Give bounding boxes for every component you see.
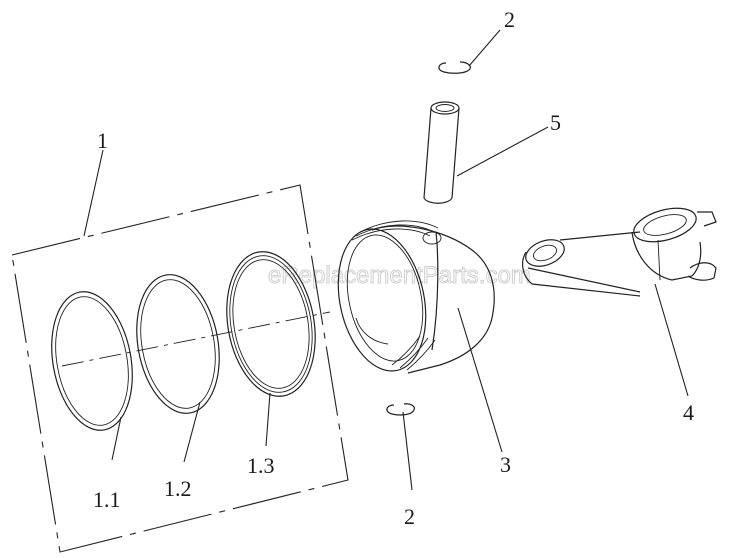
label-connecting-rod: 4 [683,400,694,425]
label-piston-pin: 5 [550,110,561,135]
leader-clip-bottom [402,411,413,491]
leader-lines [83,29,689,491]
piston-ring-2 [136,274,220,414]
leader-clip-top [468,29,501,67]
leader-piston-pin [456,126,549,177]
label-ring-3: 1.3 [247,453,275,478]
leader-connecting-rod [654,283,689,397]
leader-piston [457,307,503,453]
label-ring-1: 1.1 [93,487,121,512]
leader-ring-3 [265,392,271,447]
leader-ring-set [83,149,104,237]
label-ring-2: 1.2 [164,476,192,501]
ring-center-line [61,311,331,367]
label-clip-top: 2 [504,7,515,32]
watermark-text: eReplacementParts.com [268,262,531,289]
label-piston: 3 [500,452,511,477]
leader-ring-1 [111,416,122,461]
label-ring-set: 1 [97,128,108,153]
piston-pin-clip-bottom [386,403,415,416]
piston [337,220,495,374]
piston-ring-3 [226,251,316,397]
leader-ring-2 [183,401,201,463]
ring-set-frame [11,184,349,553]
connecting-rod [522,207,717,297]
label-clip-bottom: 2 [404,504,415,529]
piston-pin-clip-top [438,61,471,74]
piston-pin [423,101,460,204]
piston-ring-1 [51,291,133,431]
